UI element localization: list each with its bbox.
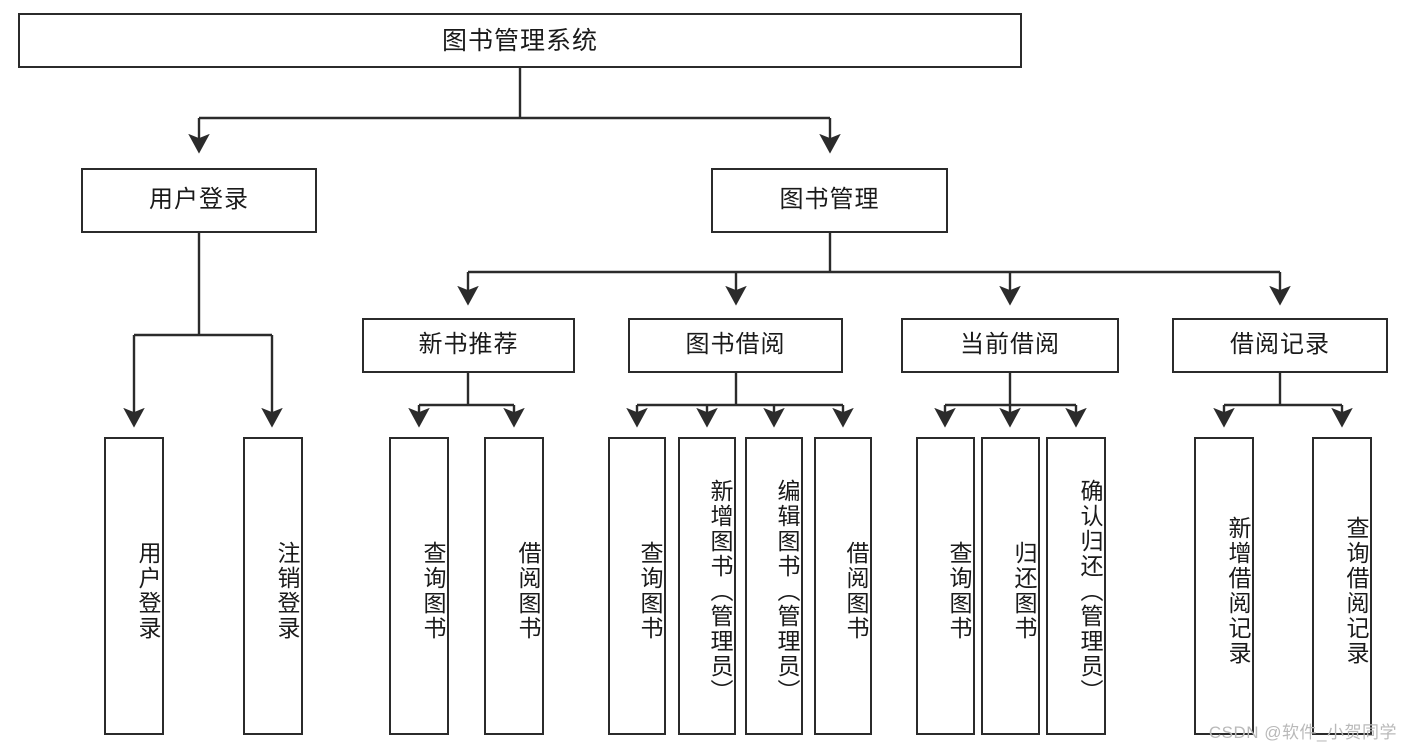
leaf-user-login-logout[interactable]: 注销登录 bbox=[243, 437, 303, 735]
node-new-book-recommend-label: 新书推荐 bbox=[418, 331, 519, 359]
leaf-borrow-borrow-book[interactable]: 借阅图书 bbox=[814, 437, 872, 735]
leaf-user-login-login[interactable]: 用户登录 bbox=[104, 437, 164, 735]
node-book-management-label: 图书管理 bbox=[779, 186, 880, 214]
node-user-login[interactable]: 用户登录 bbox=[81, 168, 317, 233]
leaf-new-book-borrow[interactable]: 借阅图书 bbox=[484, 437, 544, 735]
leaf-records-query-record[interactable]: 查询借阅记录 bbox=[1312, 437, 1372, 735]
leaf-current-query-book[interactable]: 查询图书 bbox=[916, 437, 975, 735]
leaf-current-confirm-return[interactable]: 确认归还（管理员） bbox=[1046, 437, 1106, 735]
node-borrow-records[interactable]: 借阅记录 bbox=[1172, 318, 1388, 373]
node-user-login-label: 用户登录 bbox=[149, 186, 249, 214]
leaf-label: 查询借阅记录 bbox=[1343, 516, 1369, 666]
leaf-new-book-query[interactable]: 查询图书 bbox=[389, 437, 449, 735]
leaf-records-add-record[interactable]: 新增借阅记录 bbox=[1194, 437, 1254, 735]
leaf-label: 新增借阅记录 bbox=[1225, 516, 1251, 666]
node-new-book-recommend[interactable]: 新书推荐 bbox=[362, 318, 575, 373]
leaf-borrow-query-book[interactable]: 查询图书 bbox=[608, 437, 666, 735]
leaf-label: 查询图书 bbox=[420, 541, 446, 641]
leaf-label: 查询图书 bbox=[946, 541, 972, 641]
leaf-label: 新增图书（管理员） bbox=[707, 478, 733, 704]
leaf-label: 确认归还（管理员） bbox=[1077, 478, 1103, 704]
watermark: CSDN @软件_小贺同学 bbox=[1208, 723, 1397, 742]
node-borrow-records-label: 借阅记录 bbox=[1230, 331, 1330, 359]
node-root[interactable]: 图书管理系统 bbox=[18, 13, 1022, 68]
leaf-borrow-add-book[interactable]: 新增图书（管理员） bbox=[678, 437, 736, 735]
node-current-borrow[interactable]: 当前借阅 bbox=[901, 318, 1119, 373]
leaf-label: 注销登录 bbox=[274, 541, 300, 641]
node-book-management[interactable]: 图书管理 bbox=[711, 168, 948, 233]
leaf-label: 编辑图书（管理员） bbox=[774, 478, 800, 704]
leaf-borrow-edit-book[interactable]: 编辑图书（管理员） bbox=[745, 437, 803, 735]
node-book-borrow[interactable]: 图书借阅 bbox=[628, 318, 843, 373]
leaf-label: 借阅图书 bbox=[515, 541, 541, 641]
node-root-label: 图书管理系统 bbox=[441, 26, 598, 55]
leaf-label: 查询图书 bbox=[637, 541, 663, 641]
node-current-borrow-label: 当前借阅 bbox=[960, 331, 1060, 359]
node-book-borrow-label: 图书借阅 bbox=[685, 331, 786, 359]
leaf-current-return-book[interactable]: 归还图书 bbox=[981, 437, 1040, 735]
leaf-label: 用户登录 bbox=[135, 541, 161, 641]
leaf-label: 归还图书 bbox=[1011, 541, 1037, 641]
leaf-label: 借阅图书 bbox=[843, 541, 869, 641]
